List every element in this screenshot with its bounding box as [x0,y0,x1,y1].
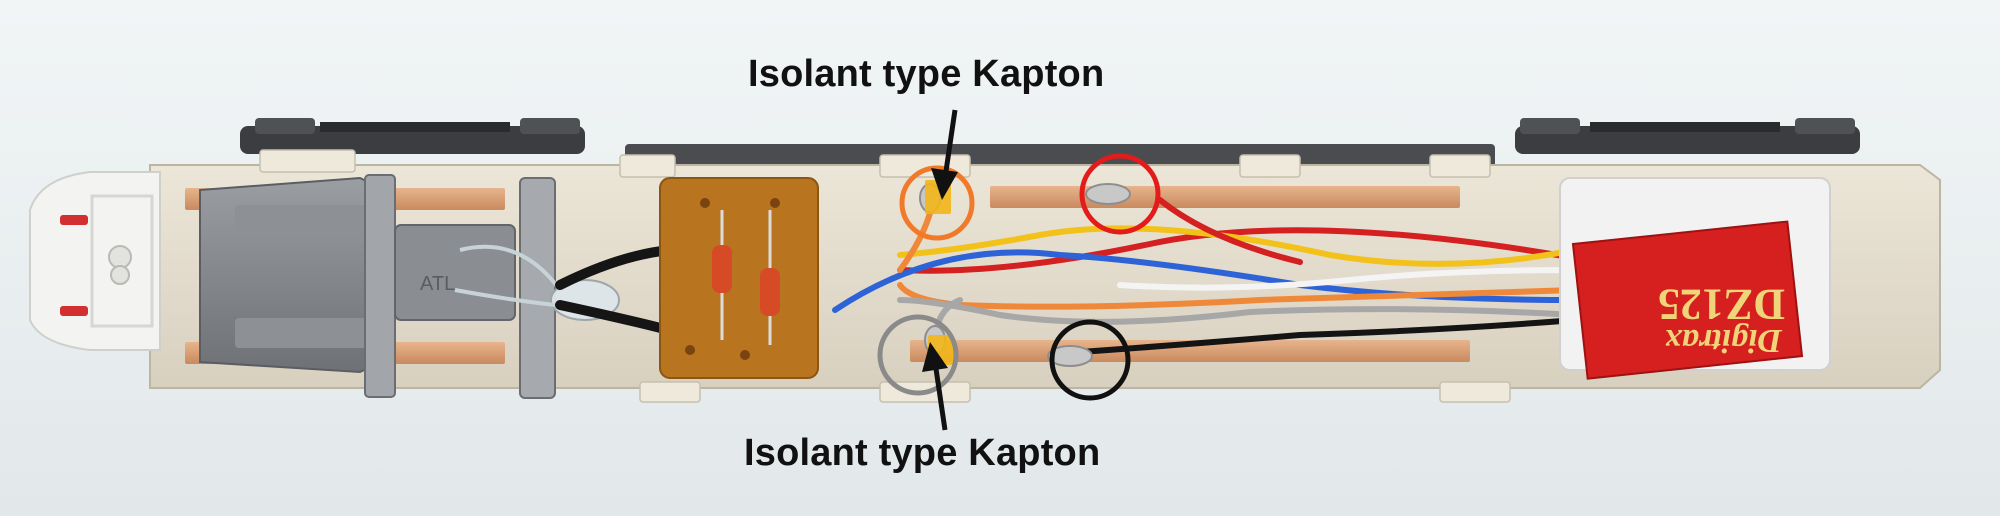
diode-pcb [659,177,819,379]
black-highlight-circle [1049,319,1131,401]
dcc-decoder: DZ125 Digitrax [1559,177,1831,380]
rear-bogie [1515,118,1860,154]
frame-body [149,164,1941,389]
red-highlight-circle [1079,153,1161,235]
decoder-wires [832,187,1578,355]
svg-text:ATL: ATL [420,273,455,295]
diode-right [760,268,780,316]
decoder-model-text: DZ125 [1658,280,1785,329]
bottom-annotation-label: Isolant type Kapton [744,432,1101,474]
decoder-brand-text: Digitrax [1665,322,1783,359]
nose-assembly [29,171,161,351]
gray-highlight-circle [877,314,959,396]
motor-housing: ATL [199,174,556,399]
top-annotation-label: Isolant type Kapton [748,53,1105,95]
orange-highlight-circle [899,165,975,241]
front-bogie [240,118,585,154]
top-arrow [931,109,958,200]
diode-left [712,245,732,293]
bottom-arrow [922,342,948,431]
